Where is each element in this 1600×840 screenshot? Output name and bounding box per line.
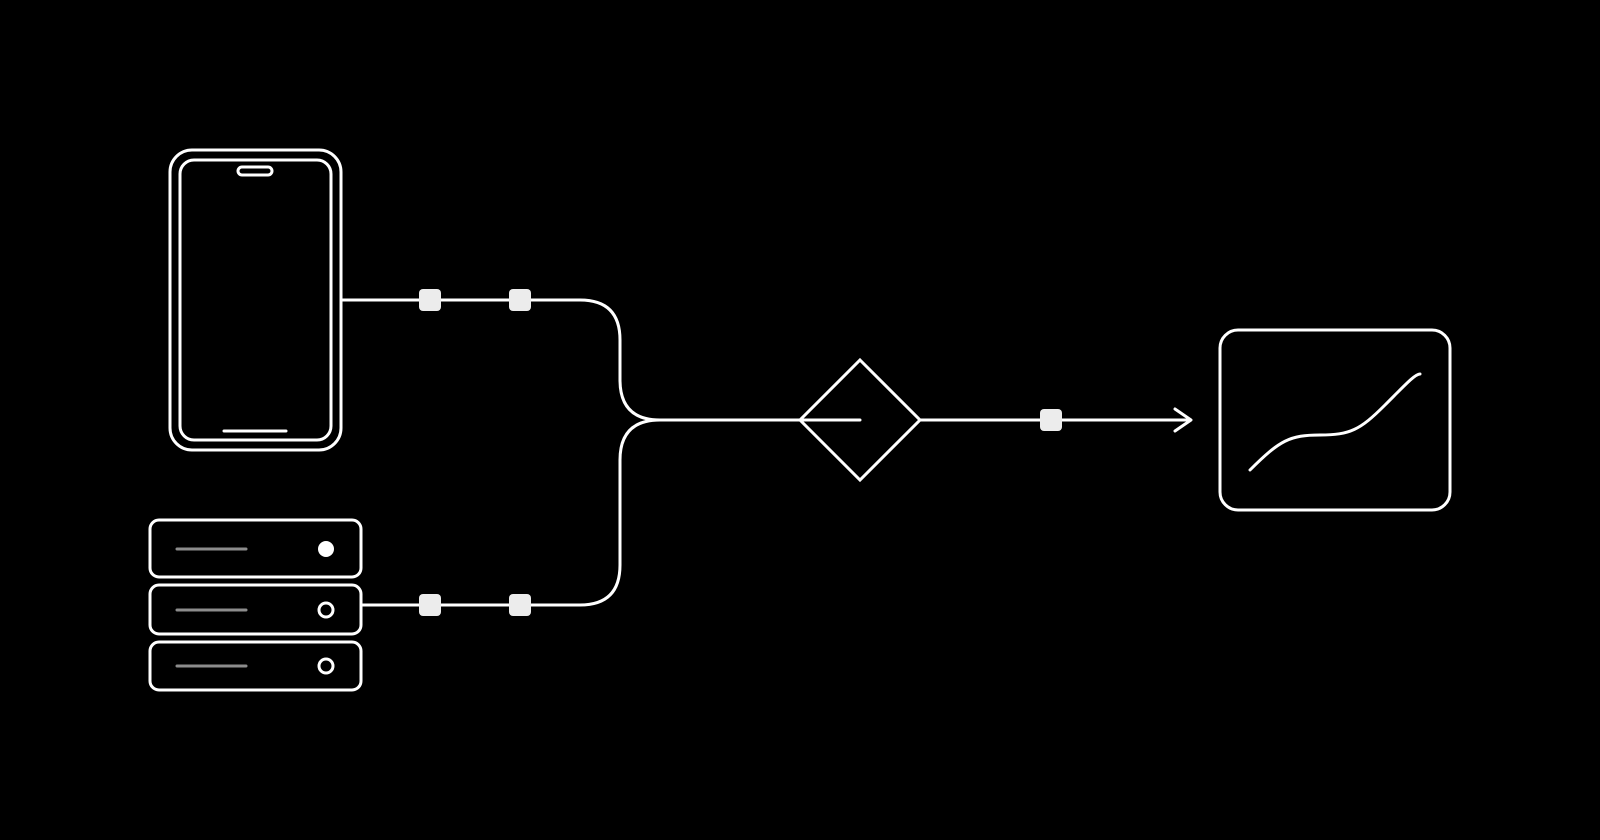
data-packet [1040, 409, 1062, 431]
data-packet [419, 289, 441, 311]
phone-speaker-notch [236, 165, 274, 177]
server-unit [148, 640, 363, 692]
data-packet [509, 594, 531, 616]
data-packets [419, 289, 1062, 616]
status-led-icon [317, 601, 335, 619]
arrowhead-icon [1173, 407, 1193, 433]
smartphone-icon [168, 148, 343, 452]
server-unit [148, 518, 363, 579]
line-chart-icon [1218, 328, 1452, 512]
chart-display-frame [1218, 328, 1452, 512]
connector-server-to-decision [359, 418, 662, 607]
chart-trend-line [1248, 372, 1422, 472]
data-packet [509, 289, 531, 311]
server-unit [148, 583, 363, 636]
server-rack-icon [148, 518, 363, 692]
data-packet [419, 594, 441, 616]
status-led-icon [318, 541, 334, 557]
diamond-decision-icon [797, 357, 923, 483]
phone-outer-frame [168, 148, 343, 452]
status-led-icon [317, 657, 335, 675]
connector-phone-to-decision [339, 298, 862, 422]
phone-screen [178, 158, 333, 442]
